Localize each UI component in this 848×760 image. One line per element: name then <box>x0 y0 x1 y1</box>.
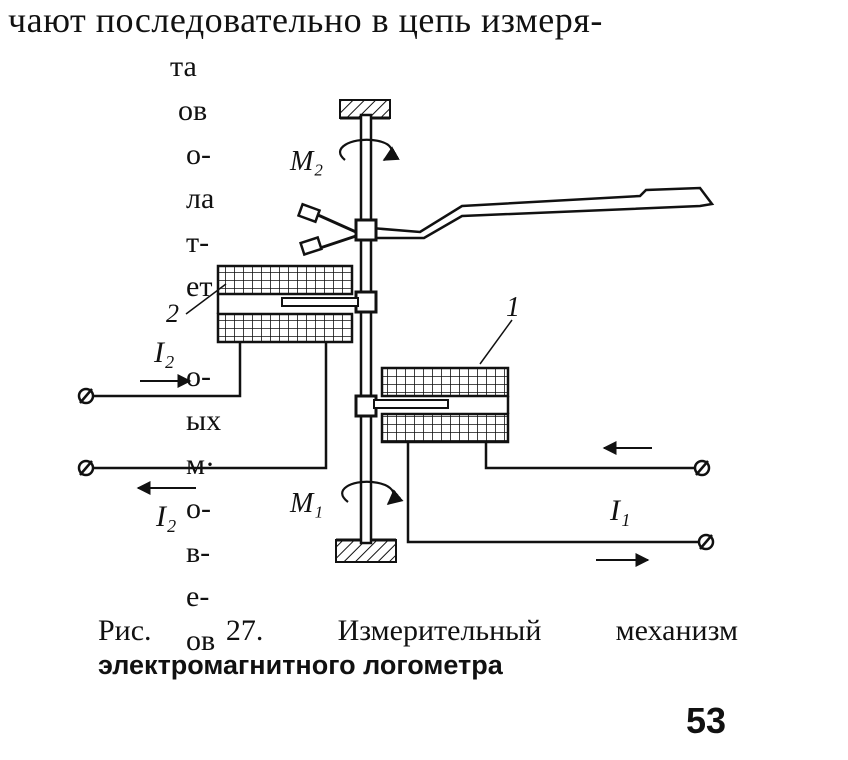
caption-word: 27. <box>225 614 264 647</box>
pointer-hub <box>354 218 378 242</box>
side-fragment: о- <box>186 138 211 171</box>
top-text-line: чают последовательно в цепь измеря- <box>8 0 603 40</box>
caption-word: механизм <box>615 614 738 647</box>
label-i2-bottom: I₂ <box>155 500 176 533</box>
side-fragment: ет <box>186 270 213 303</box>
side-fragment: т- <box>186 226 210 259</box>
side-fragment: о- <box>186 492 211 525</box>
axis-shaft <box>359 113 373 545</box>
side-fragment: е- <box>186 580 210 613</box>
pointer-arrow <box>369 186 715 240</box>
vane-2 <box>281 297 359 307</box>
page-number: 53 <box>686 700 727 741</box>
caption-line-2: электромагнитного логометра <box>98 650 503 680</box>
figure-caption: Рис. 27. Измерительный механизм электром… <box>98 614 738 682</box>
label-m1: M₁ <box>289 488 323 519</box>
wire-coil1-b <box>406 442 698 544</box>
coil-1 <box>373 366 510 444</box>
label-coil-1: 1 <box>506 292 520 323</box>
coil-2 <box>216 264 359 344</box>
label-i1: I₁ <box>609 494 630 527</box>
side-fragment: та <box>170 50 197 83</box>
label-coil-2: 2 <box>166 299 179 328</box>
side-fragment: в- <box>186 536 211 569</box>
label-i2-top: I₂ <box>153 336 174 369</box>
wire-coil1-a <box>484 442 694 470</box>
side-fragment: ов <box>178 94 208 127</box>
caption-word: Рис. <box>98 614 152 647</box>
wire-coil2-b <box>94 342 328 470</box>
counterweight-upper <box>296 202 322 224</box>
caption-word: Измерительный <box>337 614 542 647</box>
torque-m2-arrow <box>339 138 400 161</box>
vane-1 <box>373 399 449 409</box>
side-fragment: ых <box>186 404 222 437</box>
side-fragment: м· <box>186 448 215 481</box>
counterweight-lower <box>299 235 323 257</box>
wire-coil2-a <box>94 342 242 398</box>
label-m2: M₂ <box>289 146 323 177</box>
side-fragment: ов <box>186 624 216 657</box>
torque-m1-arrow <box>341 480 404 505</box>
side-fragment: ла <box>186 182 215 215</box>
